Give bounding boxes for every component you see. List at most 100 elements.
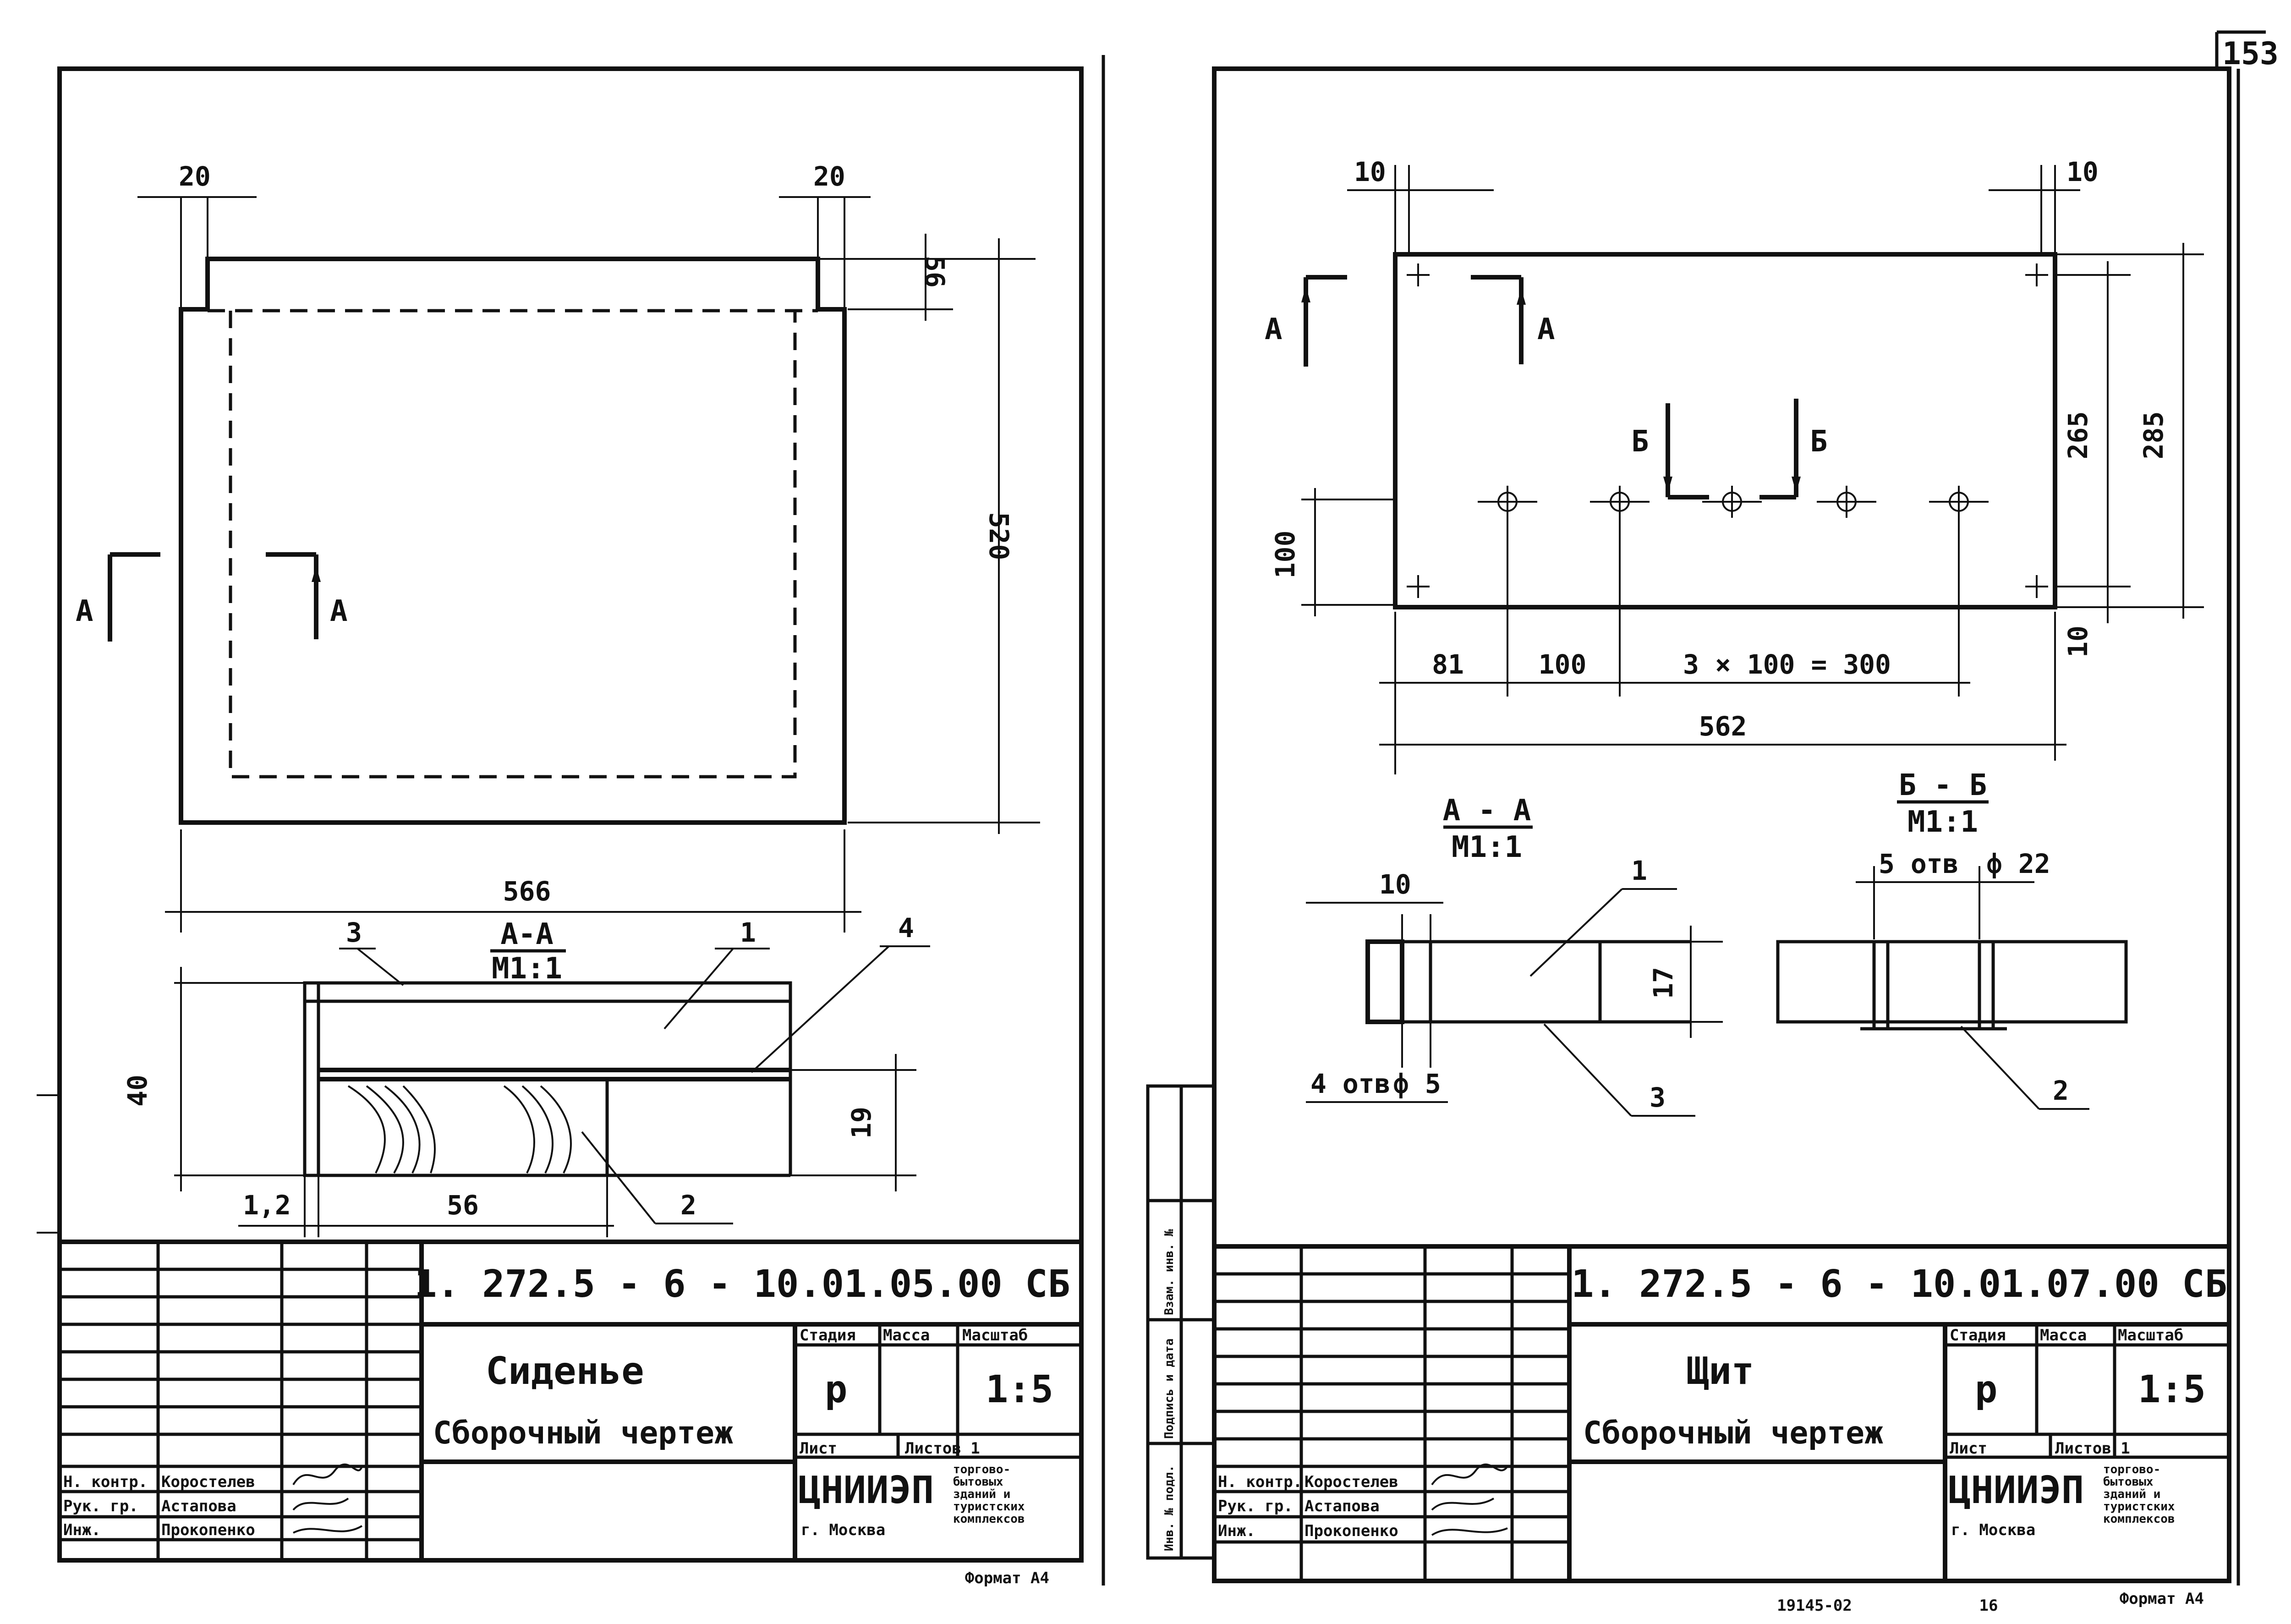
seat-plan-outline [179, 257, 847, 825]
cut-arrow [1301, 286, 1310, 302]
left-org: ЦНИИЭП [798, 1469, 934, 1512]
left-sheet: 20 20 56 520 566 A A A-A M1:1 [37, 66, 1084, 1587]
callout-1: 1 [1631, 855, 1647, 886]
panel-core [1429, 940, 1602, 1024]
callout-3: 3 [1650, 1082, 1666, 1113]
dim-285-vertical: 285 [2138, 411, 2169, 460]
dim-dia-5: ф 5 [1393, 1068, 1441, 1099]
cut-arrow [1663, 477, 1672, 493]
callout-leader [356, 948, 404, 986]
left-hdr-stage: Стадия [800, 1326, 856, 1344]
left-stage-value: р [825, 1368, 847, 1411]
left-drawing-type: Сборочный чертеж [433, 1415, 733, 1451]
panel-core-left [1776, 940, 1876, 1024]
left-person: Коростелев [161, 1473, 255, 1491]
section-aa-scale: M1:1 [1452, 830, 1522, 864]
left-hdr-scale: Масштаб [962, 1326, 1028, 1344]
holes-row [1478, 486, 1989, 518]
panel-core-right [1991, 940, 2128, 1024]
left-role: Рук. гр. [63, 1497, 138, 1515]
section-bb-title: Б - Б [1899, 768, 1987, 802]
dim-1-2: 1,2 [243, 1190, 291, 1221]
dim-100-vertical: 100 [1270, 531, 1301, 579]
right-org-desc: бытовых [2103, 1475, 2154, 1489]
right-person: Коростелев [1304, 1473, 1398, 1491]
right-stage-value: р [1975, 1368, 1997, 1411]
cut-arrow [1517, 289, 1526, 305]
left-scale-value: 1:5 [986, 1368, 1053, 1411]
right-footer-number: 19145-02 [1777, 1597, 1852, 1615]
callout-leader [1543, 1023, 1632, 1117]
side-label-replace: Взам. инв. № [1162, 1229, 1176, 1315]
left-item-name: Сиденье [486, 1350, 644, 1393]
left-doc-code: 1. 272.5 - 6 - 10.01.05.00 СБ [414, 1262, 1070, 1306]
right-sheet-frame [1212, 66, 2231, 1583]
dim-56-bottom: 56 [447, 1190, 479, 1221]
right-org: ЦНИИЭП [1948, 1469, 2084, 1512]
right-signatures [1431, 1463, 1508, 1536]
cut-label-a-left: A [1265, 313, 1283, 346]
left-person: Астапова [161, 1497, 236, 1515]
cut-arrow [1792, 477, 1801, 493]
left-org-desc: бытовых [953, 1475, 1003, 1489]
right-org-desc: зданий и [2103, 1487, 2160, 1501]
right-person: Астапова [1304, 1497, 1380, 1515]
dim-562: 562 [1699, 711, 1747, 742]
left-person: Прокопенко [161, 1521, 255, 1539]
right-title-block [1214, 1244, 2229, 1581]
section-bb-scale: M1:1 [1907, 805, 1978, 839]
right-role: Инж. [1218, 1522, 1255, 1540]
callout-leader [1529, 888, 1623, 977]
dim-265-vertical: 265 [2062, 411, 2094, 460]
callout-leader [751, 945, 890, 1073]
dim-4-holes: 4 отв [1310, 1068, 1391, 1099]
section-aa-title: A - A [1443, 794, 1531, 828]
page-number: 153 [2222, 36, 2279, 72]
right-hdr-scale: Масштаб [2118, 1326, 2183, 1344]
dim-10-top-right: 10 [2066, 156, 2099, 187]
seat-frame-bar [317, 1077, 609, 1177]
right-org-desc: туристских [2103, 1500, 2175, 1514]
callout-leader [663, 948, 734, 1030]
cut-arrow [312, 566, 321, 582]
bushing-wall-left [1872, 940, 1890, 1031]
panel-edge-strip [1365, 939, 1404, 1024]
panel-gap [1400, 940, 1432, 1024]
right-footer-page: 16 [1979, 1597, 1998, 1615]
dim-10-right: 10 [2062, 625, 2094, 658]
seat-hidden-edge [229, 311, 797, 779]
cut-label-a-right: A [1537, 313, 1555, 346]
dim-3x100: 3 × 100 = 300 [1683, 649, 1891, 680]
left-signatures [292, 1463, 363, 1534]
section-aa-title: A-A [500, 917, 554, 951]
cut-label-b-left: Б [1631, 425, 1649, 459]
right-item-name: Щит [1686, 1350, 1754, 1393]
left-role: Н. контр. [63, 1473, 148, 1491]
left-hdr-mass: Масса [883, 1326, 930, 1344]
callout-leader [581, 1131, 656, 1224]
right-format: Формат А4 [2120, 1590, 2204, 1608]
side-label-inv: Инв. № подл. [1162, 1465, 1176, 1551]
left-org-desc: зданий и [953, 1487, 1010, 1501]
left-org-desc: туристских [953, 1500, 1025, 1514]
left-sheet-label: Лист [800, 1439, 837, 1458]
right-scale-value: 1:5 [2138, 1368, 2206, 1411]
right-sheet-label: Лист [1950, 1439, 1987, 1458]
dim-10-top-left: 10 [1354, 156, 1386, 187]
left-org-desc: комплексов [953, 1512, 1025, 1526]
right-sheets-label: Листов 1 [2055, 1439, 2130, 1458]
corner-crosses [1407, 263, 2048, 598]
dim-20-right: 20 [813, 161, 845, 192]
wood-grain [347, 1085, 572, 1174]
dim-56-vertical: 56 [919, 256, 950, 288]
right-city: г. Москва [1951, 1521, 2035, 1539]
cut-label-a-left: A [76, 594, 93, 628]
callout-leader [1960, 1026, 2040, 1110]
right-role: Н. контр. [1218, 1473, 1302, 1491]
dim-100-chain: 100 [1539, 649, 1587, 680]
callout-4: 4 [898, 912, 914, 944]
dim-dia-22: ф 22 [1986, 848, 2050, 879]
right-drawing-type: Сборочный чертеж [1583, 1415, 1883, 1451]
callout-3: 3 [346, 917, 362, 948]
dim-566: 566 [503, 876, 551, 907]
